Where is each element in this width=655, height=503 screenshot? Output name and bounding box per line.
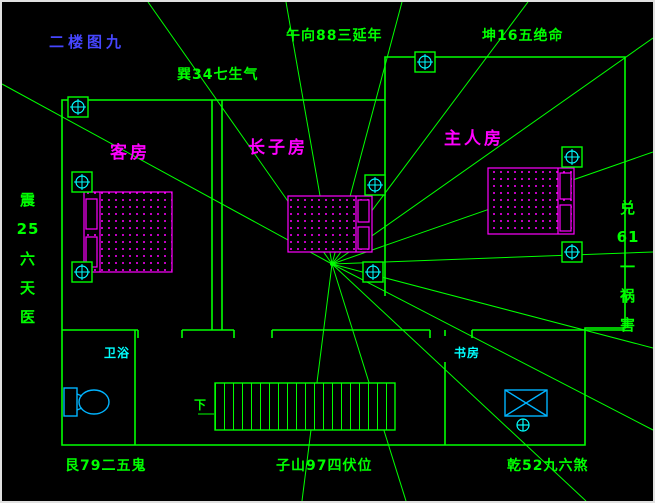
bed-eldest-son-room — [287, 195, 373, 253]
bed-master-room — [487, 167, 575, 235]
compass-label-right-column: 兑 61 一 祸 害 — [616, 199, 640, 334]
compass-label-bottom-right: 乾52九六煞 — [507, 458, 589, 474]
compass-label-left-column: 震 25 六 天 医 — [16, 191, 40, 326]
page-title: 二楼图九 — [49, 33, 126, 51]
stairs-down-label: 下 — [194, 398, 208, 412]
compass-label-bottom-center: 子山97四伏位 — [276, 458, 373, 474]
stool-icon — [516, 418, 530, 432]
compass-label-top-right: 坤16五绝命 — [482, 28, 564, 44]
desk-icon — [504, 389, 548, 417]
bed-guest-room — [83, 191, 173, 273]
room-label-bathroom: 卫浴 — [104, 346, 131, 360]
compass-label-top-center: 午向88三延年 — [286, 28, 383, 44]
room-label-eldest-son: 长子房 — [248, 138, 308, 158]
compass-label-bottom-left: 艮79二五鬼 — [65, 458, 147, 474]
walls — [61, 56, 626, 446]
toilet-icon — [63, 387, 110, 417]
staircase — [198, 382, 396, 431]
room-label-study: 书房 — [454, 346, 481, 360]
room-label-guest: 客房 — [110, 143, 150, 163]
compass-label-upper-left: 巽34七生气 — [177, 67, 259, 83]
room-label-master: 主人房 — [444, 129, 504, 149]
